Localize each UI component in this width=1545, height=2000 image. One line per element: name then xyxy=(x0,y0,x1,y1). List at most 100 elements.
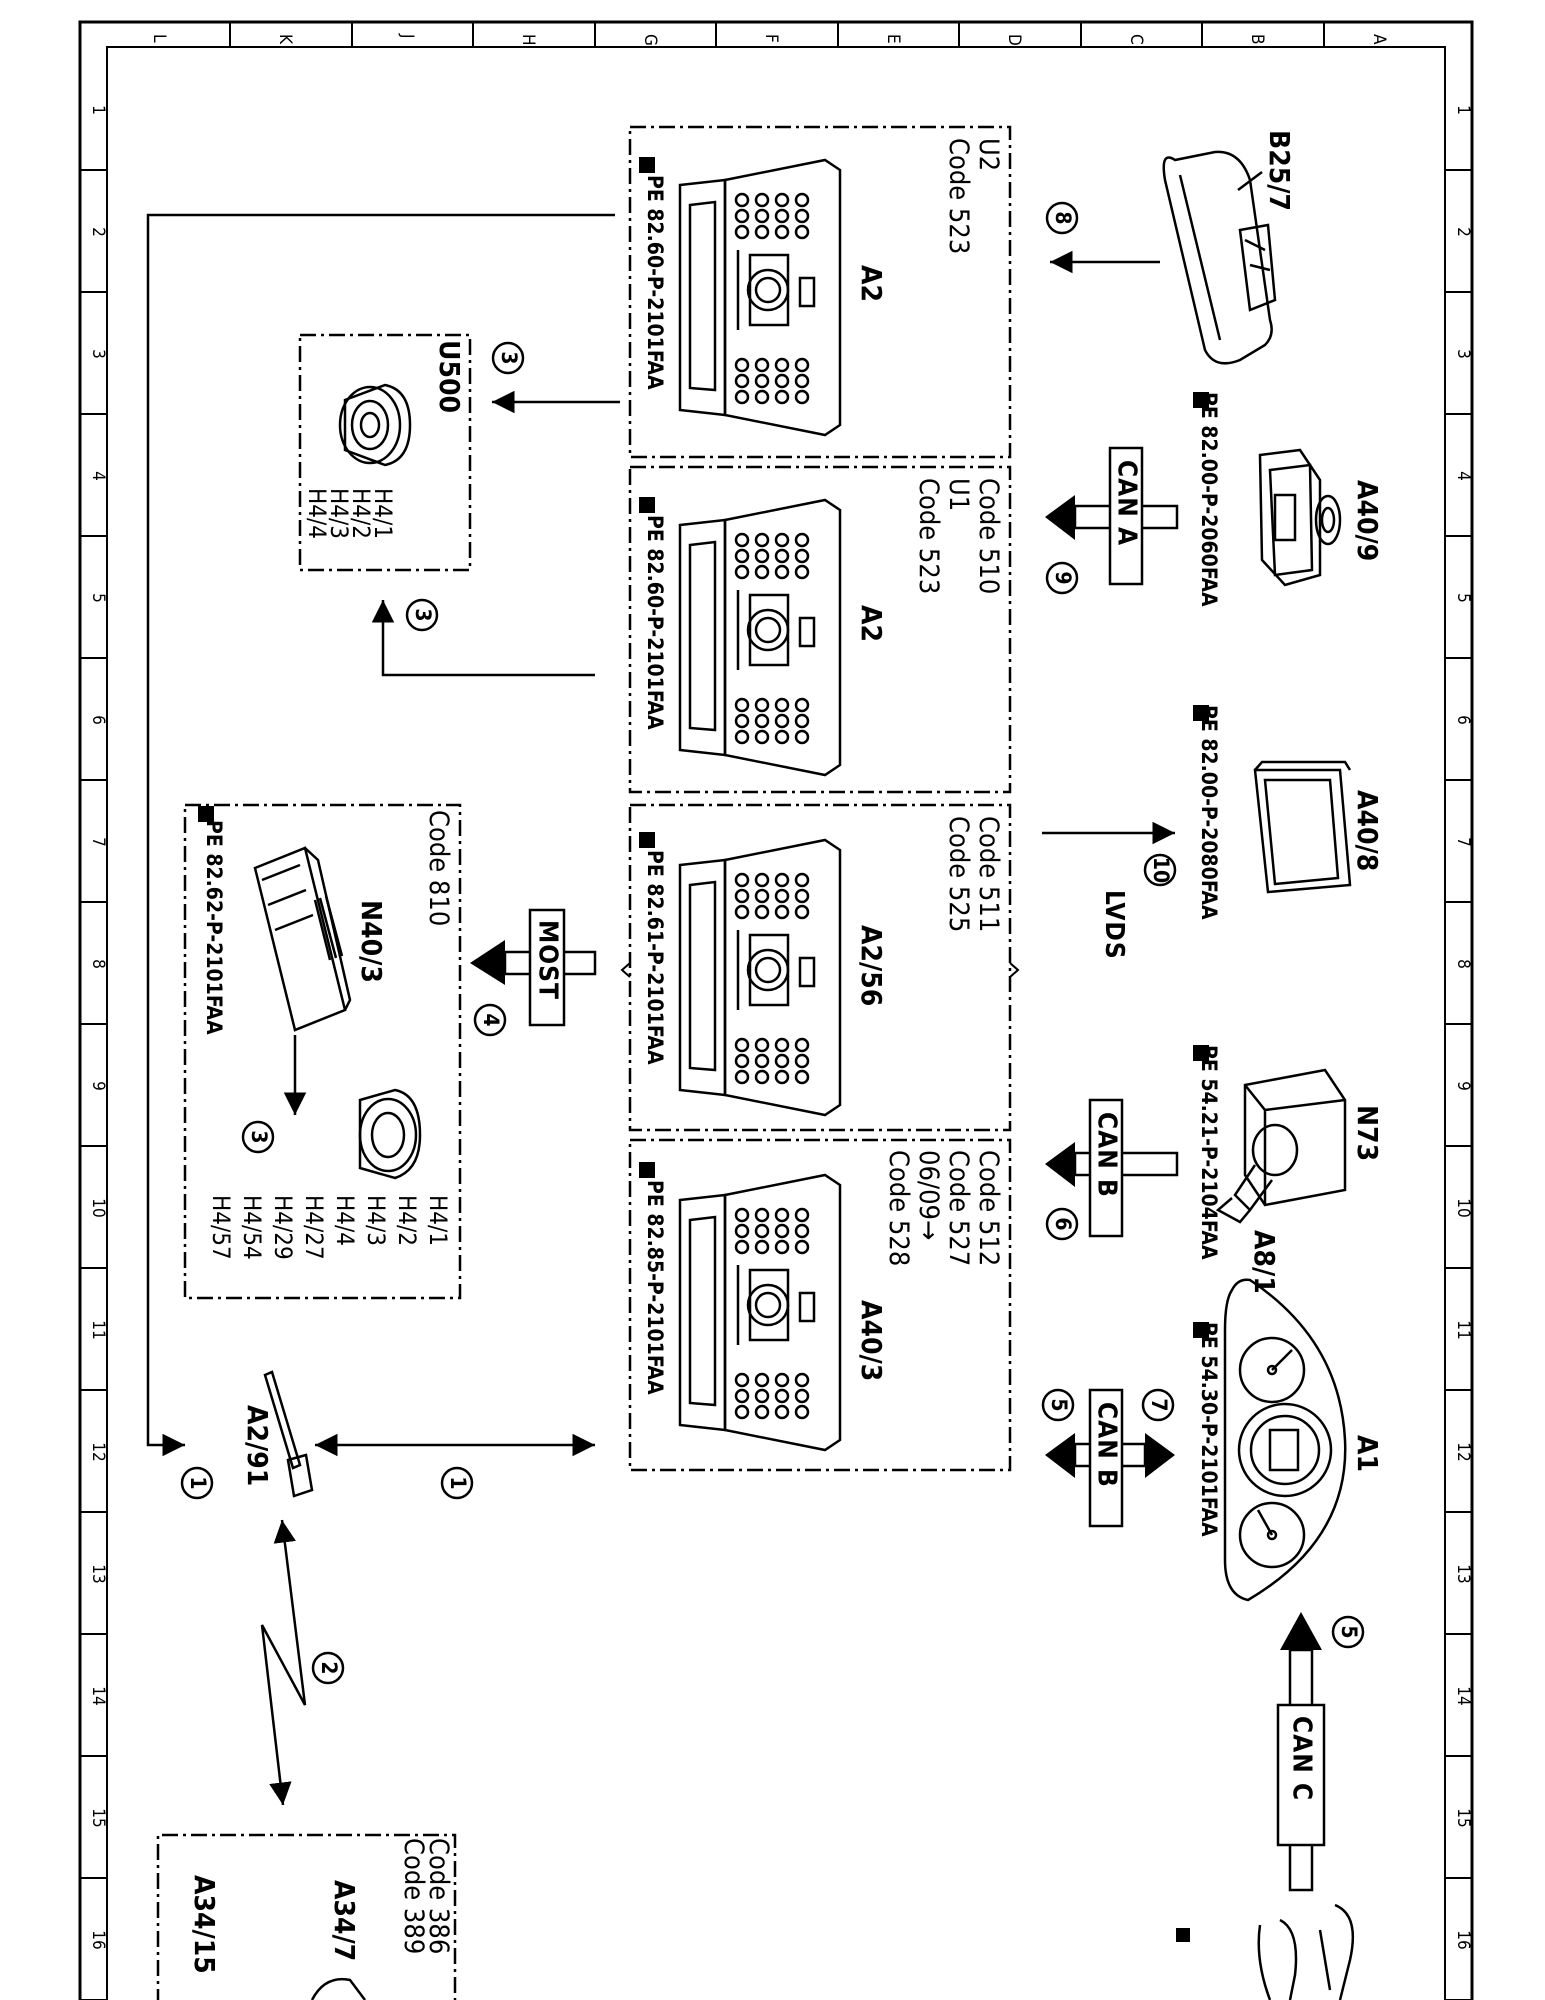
steering-column-switch-partial xyxy=(1176,1903,1355,2000)
speaker-icon xyxy=(338,383,412,467)
grid-row-number-left: 11 xyxy=(88,1320,108,1339)
a2-91-label: A2/91 xyxy=(241,1405,274,1486)
a34-box: Code 386 Code 389 A34/7 A34/15 xyxy=(156,1833,457,2000)
n40-3-ref: PE 82.62-P-2101FAA xyxy=(202,820,226,1035)
link-head-unit-to-antenna xyxy=(146,213,615,1457)
u1-code: Code 523 xyxy=(913,478,944,594)
marker-3a: 3 xyxy=(497,351,521,364)
grid-letter-l: L xyxy=(149,34,169,43)
most-label: MOST xyxy=(533,920,563,1000)
u1-ref: PE 82.60-P-2101FAA xyxy=(643,515,667,730)
grid-row-number-right: 2 xyxy=(1453,227,1473,237)
pin-label: H4/2 xyxy=(347,488,375,539)
a1-label: A1 xyxy=(1351,1435,1384,1472)
ignition-switch-n73: N73 A8/1 PE 54.21-P-2104FAA xyxy=(1197,1045,1384,1294)
a2-56-unit: A2/56 xyxy=(855,925,888,1006)
marker-4: 4 xyxy=(479,1013,503,1026)
grid-letter-d: D xyxy=(1004,34,1024,46)
a40-3-unit: A40/3 xyxy=(855,1300,888,1381)
a40-3-ref: PE 82.85-P-2101FAA xyxy=(643,1180,667,1395)
pin-label: H4/1 xyxy=(369,488,397,539)
grid-row-number-right: 6 xyxy=(1453,715,1473,725)
a2-56-ref: PE 82.61-P-2101FAA xyxy=(643,850,667,1065)
variant-box-u2 xyxy=(628,125,1012,459)
can-c-label: CAN C xyxy=(1287,1716,1317,1801)
grid-letter-b: B xyxy=(1247,34,1267,45)
grid-row-number-left: 7 xyxy=(88,837,108,847)
reference-hand-icon xyxy=(639,157,655,173)
a40-3-code1: Code 512 xyxy=(973,1150,1004,1266)
variant-box-u1 xyxy=(628,465,1012,794)
reference-hand-icon xyxy=(1193,1322,1209,1338)
marker-1a: 1 xyxy=(186,1476,210,1489)
u500-label: U500 xyxy=(433,340,466,413)
b25-7-label: B25/7 xyxy=(1263,130,1296,211)
lvds-label: LVDS xyxy=(1099,890,1129,960)
can-a-bus: CAN A 9 xyxy=(1045,446,1179,595)
pin-label: H4/2 xyxy=(393,1195,421,1246)
grid-row-number-left: 9 xyxy=(88,1081,108,1091)
marker-7: 7 xyxy=(1147,1398,1171,1411)
marker-3b: 3 xyxy=(411,608,435,621)
a2-56-code1: Code 511 xyxy=(973,816,1004,932)
pin-label: H4/4 xyxy=(303,488,331,539)
rain-light-sensor-b25-7: B25/7 xyxy=(1162,130,1296,365)
u1-texts: Code 510 U1 Code 523 A2 PE 82.60-P-2101F… xyxy=(643,478,1004,730)
grid-letter-k: K xyxy=(275,34,295,45)
brace-left xyxy=(620,962,631,978)
antenna-a2-91: A2/91 xyxy=(241,1370,314,1498)
a2-56-code2: Code 525 xyxy=(943,816,974,932)
reference-hand-icon xyxy=(1176,1928,1190,1942)
u1-unit: A2 xyxy=(855,605,888,642)
grid-row-number-left: 5 xyxy=(88,593,108,603)
n73-label: N73 xyxy=(1351,1105,1384,1161)
grid-letter-h: H xyxy=(518,34,538,46)
grid-row-number-right: 16 xyxy=(1453,1930,1473,1949)
grid-row-number-right: 14 xyxy=(1453,1686,1473,1705)
n40-3-code: Code 810 xyxy=(423,810,454,926)
column-letter-strip: L K J H G F E D C B A xyxy=(149,22,1389,47)
marker-6: 6 xyxy=(1051,1217,1075,1230)
grid-row-number-right: 9 xyxy=(1453,1081,1473,1091)
reference-hand-icon xyxy=(1193,1045,1209,1061)
marker-3c: 3 xyxy=(247,1130,271,1143)
a40-3-code2: Code 527 xyxy=(943,1150,974,1266)
a40-3-code3: Code 528 xyxy=(883,1150,914,1266)
can-b-label-1: CAN B xyxy=(1092,1112,1122,1198)
grid-row-number-right: 8 xyxy=(1453,959,1473,969)
marker-1b: 1 xyxy=(446,1476,470,1489)
u500-box: U500 H4/1H4/2H4/3H4/4 3 3 xyxy=(298,333,620,677)
a34-7-label: A34/7 xyxy=(328,1880,361,1961)
variant-box-a2-56 xyxy=(628,803,1012,1132)
grid-letter-e: E xyxy=(883,34,903,44)
grid-letter-c: C xyxy=(1126,34,1146,45)
a40-3-texts: Code 512 Code 527 06/09→ Code 528 A40/3 … xyxy=(643,1150,1004,1395)
reference-hand-icon xyxy=(639,1162,655,1178)
most-bus: MOST 4 xyxy=(470,908,597,1037)
instrument-cluster-a1: A1 PE 54.30-P-2101FAA xyxy=(1197,1278,1384,1602)
grid-row-number-right: 1 xyxy=(1453,105,1473,115)
n40-3-label: N40/3 xyxy=(355,900,388,983)
a2-56-texts: Code 511 Code 525 A2/56 PE 82.61-P-2101F… xyxy=(643,816,1004,1065)
u2-unit: A2 xyxy=(855,265,888,302)
grid-row-number-right: 13 xyxy=(1453,1564,1473,1583)
grid-row-number-left: 2 xyxy=(88,227,108,237)
grid-row-number-left: 6 xyxy=(88,715,108,725)
grid-row-number-left: 13 xyxy=(88,1564,108,1583)
a40-3-date: 06/09→ xyxy=(913,1150,944,1240)
head-unit-icon xyxy=(678,1173,842,1452)
a40-8-label: A40/8 xyxy=(1351,790,1384,871)
can-b-bus-cluster: CAN B 7 5 xyxy=(1041,1388,1175,1528)
grid-letter-g: G xyxy=(640,34,660,46)
grid-row-number-left: 15 xyxy=(88,1808,108,1827)
u2-variant: U2 xyxy=(973,138,1004,171)
can-a-label: CAN A xyxy=(1112,460,1142,546)
n40-3-box: Code 810 N40/3 PE 82.62-P-2101FAA 3 H4/1… xyxy=(183,803,462,1300)
grid-row-number-right: 7 xyxy=(1453,837,1473,847)
brace-right xyxy=(1009,962,1020,978)
a40-9-label: A40/9 xyxy=(1351,480,1384,561)
a40-8-ref: PE 82.00-P-2080FAA xyxy=(1197,705,1221,920)
a1-ref: PE 54.30-P-2101FAA xyxy=(1197,1322,1221,1537)
